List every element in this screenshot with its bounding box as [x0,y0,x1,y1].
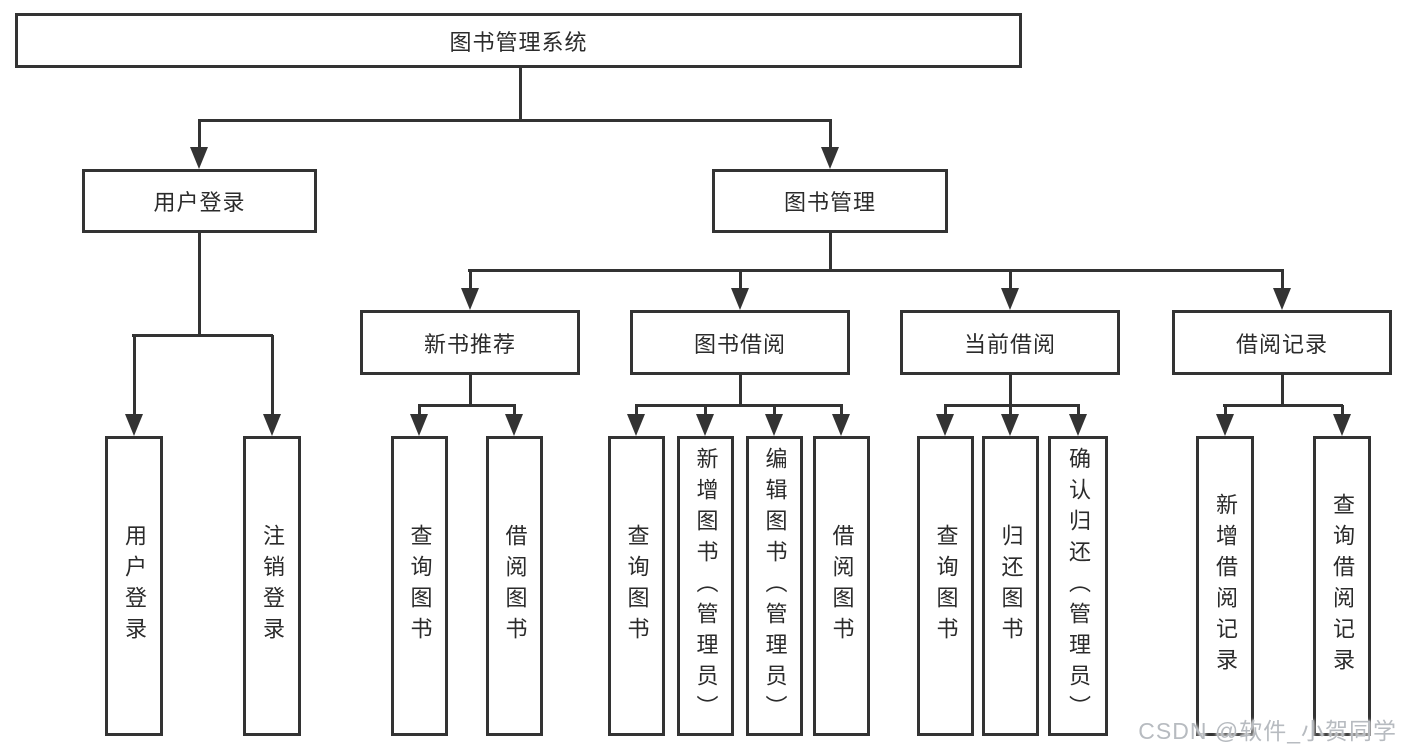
node-label: 图书管理 [783,190,876,215]
node-label: 查询图书 [407,524,433,648]
connector-drop-book-mgmt [828,120,832,148]
connector-drop-leaf [1340,405,1344,416]
node-label: 查询借阅记录 [1330,493,1355,679]
node-label: 用户登录 [153,190,246,215]
node-label: 注销登录 [260,524,285,648]
node-borrowing-records: 借阅记录 [1172,310,1392,375]
connector-drop-leaf [270,335,274,415]
leaf-add-books-admin: 新增图书（管理员） [677,436,734,736]
node-book-management: 图书管理 [712,169,948,233]
connector-drop-level3 [468,270,472,290]
connector-currentborrow-branch [944,403,1080,407]
arrow-down-icon [1001,414,1019,436]
arrow-down-icon [505,414,523,436]
arrow-down-icon [1216,414,1234,436]
node-label: 借阅记录 [1235,331,1328,357]
leaf-borrow-books: 借阅图书 [813,436,870,736]
connector-newbook-stem [468,375,472,407]
arrow-down-icon [1333,414,1351,436]
arrow-down-icon [125,414,143,436]
connector-drop-leaf [1076,405,1080,416]
leaf-query-books-borrow: 查询图书 [608,436,665,736]
connector-drop-level3 [738,270,742,290]
connector-drop-leaf [1008,405,1012,416]
arrow-down-icon [410,414,428,436]
connector-drop-leaf [943,405,947,416]
node-label: 确认归还（管理员） [1066,446,1091,726]
arrow-down-icon [461,288,479,310]
node-label: 编辑图书（管理员） [762,446,788,726]
node-current-borrowing: 当前借阅 [900,310,1120,375]
leaf-logout: 注销登录 [243,436,301,736]
leaf-query-books-recommend: 查询图书 [391,436,448,736]
connector-drop-leaf [772,405,776,416]
node-new-book-recommendation: 新书推荐 [360,310,580,375]
connector-drop-level3 [1280,270,1284,290]
connector-drop-leaf [132,335,136,415]
connector-records-stem [1280,375,1284,407]
node-label: 归还图书 [998,524,1024,648]
connector-drop-leaf [634,405,638,416]
node-label: 借阅图书 [502,524,528,648]
arrow-down-icon [821,147,839,169]
arrow-down-icon [627,414,645,436]
connector-drop-leaf [839,405,843,416]
node-label: 查询图书 [624,524,650,648]
node-label: 新增借阅记录 [1213,493,1238,679]
connector-records-branch [1223,403,1343,407]
node-label: 新增图书（管理员） [693,446,719,726]
node-label: 用户登录 [122,524,147,648]
connector-currentborrow-stem [1008,375,1012,407]
connector-root-stem [518,68,522,122]
node-label: 当前借阅 [963,331,1056,357]
connector-drop-leaf [1223,405,1227,416]
connector-root-branch [198,118,832,122]
connector-newbook-branch [418,403,516,407]
watermark: CSDN @软件_小贺同学 [1138,718,1397,744]
node-label: 图书借阅 [693,331,786,357]
connector-bookmgmt-branch [468,268,1284,272]
leaf-return-books: 归还图书 [982,436,1039,736]
node-library-management-system: 图书管理系统 [15,13,1022,68]
leaf-edit-books-admin: 编辑图书（管理员） [746,436,803,736]
connector-bookborrow-stem [738,375,742,407]
arrow-down-icon [765,414,783,436]
arrow-down-icon [731,288,749,310]
leaf-borrow-books-recommend: 借阅图书 [486,436,543,736]
node-book-borrowing: 图书借阅 [630,310,850,375]
node-label: 新书推荐 [423,331,516,357]
leaf-confirm-return-admin: 确认归还（管理员） [1048,436,1108,736]
connector-drop-level3 [1008,270,1012,290]
arrow-down-icon [1069,414,1087,436]
node-label: 查询图书 [933,524,959,648]
connector-drop-leaf [512,405,516,416]
connector-bookborrow-branch [635,403,843,407]
leaf-query-books-current: 查询图书 [917,436,974,736]
connector-drop-user-login [197,120,201,148]
connector-bookmgmt-stem [828,232,832,272]
leaf-user-login: 用户登录 [105,436,163,736]
node-label: 借阅图书 [829,524,855,648]
arrow-down-icon [696,414,714,436]
connector-userlogin-stem [197,232,201,337]
arrow-down-icon [936,414,954,436]
connector-userlogin-branch [132,333,273,337]
arrow-down-icon [1001,288,1019,310]
node-user-login: 用户登录 [82,169,317,233]
leaf-query-borrowing-record: 查询借阅记录 [1313,436,1371,736]
arrow-down-icon [190,147,208,169]
connector-drop-leaf [703,405,707,416]
arrow-down-icon [1273,288,1291,310]
leaf-add-borrowing-record: 新增借阅记录 [1196,436,1254,736]
arrow-down-icon [263,414,281,436]
arrow-down-icon [832,414,850,436]
connector-drop-leaf [417,405,421,416]
node-label: 图书管理系统 [449,29,588,55]
